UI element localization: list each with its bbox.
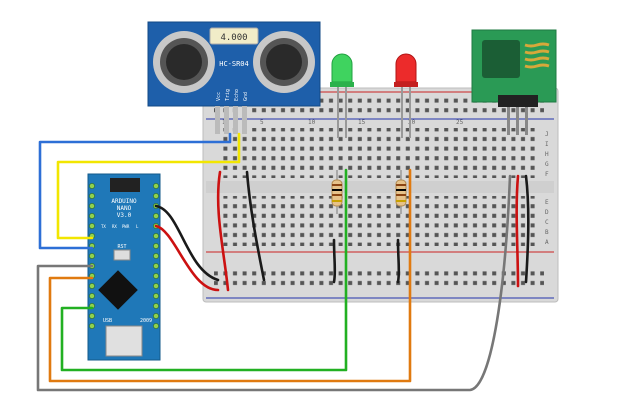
wire-gray — [36, 174, 512, 392]
arduino-nano: ARDUINO NANO V3.0 TX RX PWR L RST USB 20… — [87, 173, 161, 361]
col-number: 15 — [358, 119, 366, 126]
row-letter: J — [545, 131, 549, 138]
upper-terminal-holes — [218, 128, 538, 178]
wire-black-led1-gnd — [332, 238, 337, 284]
row-letter: H — [545, 151, 549, 158]
row-letter: B — [545, 229, 549, 236]
wire-yellow — [56, 132, 241, 240]
icsp-header — [110, 178, 140, 192]
breadboard: 1 5 10 15 20 25 J I H G F E D C B A — [202, 87, 559, 303]
wire-black-rf-gnd — [524, 174, 530, 284]
row-letter: F — [545, 171, 549, 178]
led-label: L — [136, 224, 139, 229]
led-label: RX — [112, 224, 117, 229]
sensor-pin — [233, 106, 238, 134]
led-label: PWR — [122, 224, 130, 229]
sensor-crystal — [209, 27, 259, 45]
board-name-line1: ARDUINO — [111, 198, 137, 205]
sensor-pin-label: Trig — [225, 89, 231, 101]
bottom-rail-holes — [214, 270, 544, 290]
lower-terminal-holes — [218, 196, 538, 246]
rf-module — [471, 29, 557, 135]
col-number: 5 — [260, 119, 264, 126]
sensor-model-label: HC-SR04 — [219, 60, 249, 68]
wire-black-sensor-gnd — [245, 170, 266, 282]
sensor-pin-label: Gnd — [243, 92, 249, 101]
wire-blue — [38, 132, 232, 250]
board-version: V3.0 — [117, 212, 132, 219]
year-label: 2009 — [140, 318, 152, 324]
row-letter: D — [545, 209, 549, 216]
rf-chip — [482, 40, 520, 78]
usb-connector — [105, 325, 143, 357]
reset-button[interactable] — [113, 249, 131, 261]
wire-red-arduino-5v — [154, 224, 220, 292]
center-channel — [206, 181, 554, 193]
ultrasonic-sensor: 4.000 HC-SR04 Vcc Trig Echo Gnd — [147, 21, 321, 134]
reset-label: RST — [117, 244, 126, 250]
row-letter: E — [545, 199, 549, 206]
rf-coil — [524, 42, 550, 69]
wire-black-led2-gnd — [396, 238, 401, 284]
sensor-pin-label: Vcc — [216, 92, 222, 101]
red-led — [394, 53, 418, 138]
row-letter: I — [545, 141, 549, 148]
wire-orange — [48, 168, 412, 383]
wire-red-rf-vcc — [515, 174, 520, 288]
row-letter: G — [545, 161, 549, 168]
sensor-display-text: 4.000 — [220, 33, 247, 43]
green-led — [330, 53, 354, 138]
wire-green — [60, 168, 348, 372]
sensor-pin-label: Echo — [234, 89, 240, 101]
led-label: TX — [101, 224, 106, 229]
col-number: 25 — [456, 119, 464, 126]
row-letter: A — [545, 239, 549, 246]
col-number: 20 — [408, 119, 416, 126]
resistor-2 — [395, 170, 407, 214]
row-letter: C — [545, 219, 549, 226]
sensor-pin — [215, 106, 220, 134]
resistor-1 — [331, 170, 343, 214]
wire-black-arduino-gnd — [154, 204, 220, 282]
sensor-pin — [242, 106, 247, 134]
wire-red-sensor-vcc — [216, 170, 230, 292]
sensor-pin — [224, 106, 229, 134]
wires — [36, 132, 530, 392]
usb-label: USB — [103, 318, 112, 324]
col-number: 10 — [308, 119, 316, 126]
board-name-line2: NANO — [117, 205, 132, 212]
rf-header — [498, 95, 538, 107]
